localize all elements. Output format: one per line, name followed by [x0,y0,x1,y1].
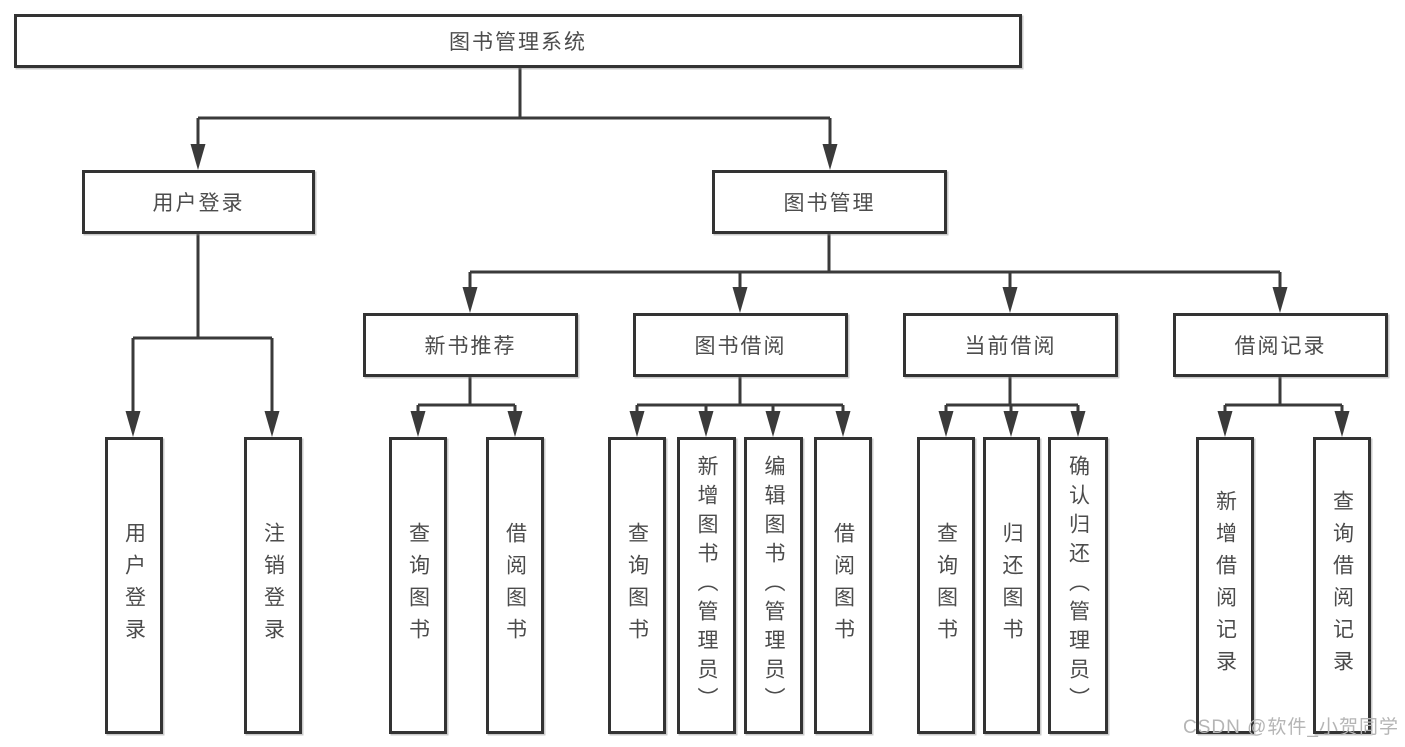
node-library-management-system: 图书管理系统 [14,14,1022,68]
arrowhead [190,144,206,170]
connector-book-borrow [635,377,845,419]
leaf-edit-books-admin: 编辑图书（管理员） [744,437,803,734]
connector-root [196,68,832,150]
arrowhead [1334,411,1350,437]
leaf-add-books-admin: 新增图书（管理员） [677,437,736,734]
arrowhead [462,287,478,313]
arrowhead [629,411,645,437]
leaf-add-borrow-record: 新增借阅记录 [1196,437,1254,734]
arrowhead [1002,287,1018,313]
leaf-query-books-1: 查询图书 [389,437,447,734]
arrowhead [125,411,141,437]
node-user-login: 用户登录 [82,170,315,234]
connector-user-login [131,234,274,417]
leaf-query-books-2: 查询图书 [608,437,666,734]
leaf-query-books-3: 查询图书 [917,437,975,734]
node-book-borrowing: 图书借阅 [633,313,848,377]
arrowhead [1003,411,1019,437]
leaf-borrow-books-1: 借阅图书 [486,437,544,734]
csdn-watermark: CSDN @软件_小贺同学 [1183,717,1399,738]
arrowhead [698,411,714,437]
connector-new-book-rec [416,377,517,419]
arrowhead [264,411,280,437]
connector-borrow-records [1223,377,1344,419]
arrowhead [835,411,851,437]
leaf-return-books: 归还图书 [983,437,1040,734]
arrowhead [1070,411,1086,437]
arrowhead [1272,287,1288,313]
arrowhead [1217,411,1233,437]
arrowhead [822,144,838,170]
leaf-borrow-books-2: 借阅图书 [814,437,872,734]
node-new-book-recommendation: 新书推荐 [363,313,578,377]
connector-book-mgmt [468,234,1282,293]
leaf-user-login: 用户登录 [105,437,163,734]
arrowhead [410,411,426,437]
node-book-management: 图书管理 [712,170,947,234]
arrowhead [732,287,748,313]
leaf-logout: 注销登录 [244,437,302,734]
node-current-borrowing: 当前借阅 [903,313,1118,377]
leaf-confirm-return-admin: 确认归还（管理员） [1048,437,1108,734]
arrowhead [938,411,954,437]
node-borrowing-records: 借阅记录 [1173,313,1388,377]
arrowhead [765,411,781,437]
leaf-query-borrow-record: 查询借阅记录 [1313,437,1371,734]
arrowhead [507,411,523,437]
